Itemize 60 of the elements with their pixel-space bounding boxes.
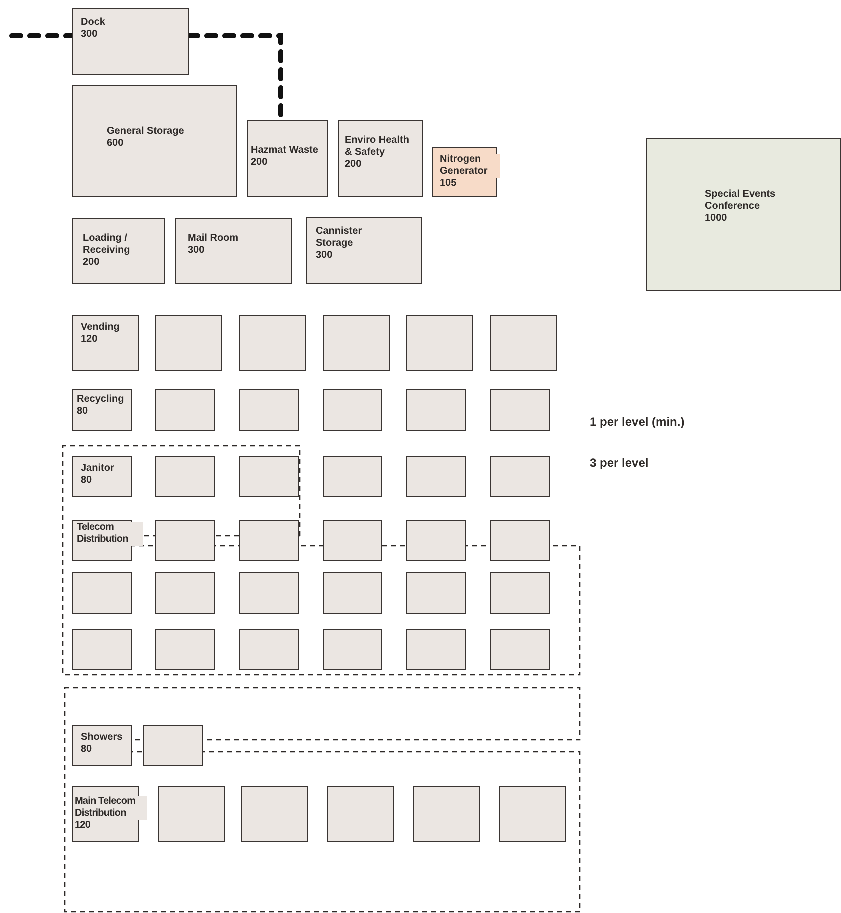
room-box — [247, 120, 328, 197]
room-box — [432, 147, 497, 197]
room-box — [72, 8, 189, 75]
room-box — [239, 572, 299, 614]
room-box — [323, 572, 382, 614]
room-box — [499, 786, 566, 842]
room-box — [239, 315, 306, 371]
room-box — [406, 572, 466, 614]
room-box — [72, 629, 132, 670]
room-box — [239, 520, 299, 561]
room-box — [490, 389, 550, 431]
room-box — [155, 456, 215, 497]
room-box — [490, 520, 550, 561]
room-box — [72, 572, 132, 614]
room-box — [406, 389, 466, 431]
room-box — [338, 120, 423, 197]
room-box — [241, 786, 308, 842]
room-box — [413, 786, 480, 842]
room-box — [239, 389, 299, 431]
room-box — [155, 315, 222, 371]
room-box — [406, 315, 473, 371]
room-box — [155, 520, 215, 561]
quantity-note: 3 per level — [590, 456, 649, 470]
dashed-route-line — [10, 34, 74, 38]
room-box — [158, 786, 225, 842]
room-box — [323, 456, 382, 497]
room-box — [490, 572, 550, 614]
room-box — [239, 629, 299, 670]
room-box — [155, 572, 215, 614]
room-box — [143, 725, 203, 766]
room-box — [72, 389, 132, 431]
room-name: Main Telecom Distribution — [75, 796, 147, 820]
room-name: Nitrogen Generator — [440, 154, 500, 178]
room-box — [406, 629, 466, 670]
room-box — [406, 520, 466, 561]
room-name: Recycling — [77, 394, 124, 406]
room-name: General Storage — [107, 126, 184, 138]
room-box — [72, 725, 132, 766]
room-box — [490, 315, 557, 371]
room-box — [490, 629, 550, 670]
room-box — [72, 456, 132, 497]
room-box — [72, 218, 165, 284]
quantity-note: 1 per level (min.) — [590, 415, 685, 429]
room-box — [155, 629, 215, 670]
room-box — [72, 315, 139, 371]
room-box — [406, 456, 466, 497]
room-box — [323, 520, 382, 561]
room-box — [323, 389, 382, 431]
room-box — [327, 786, 394, 842]
room-box — [155, 389, 215, 431]
room-box — [306, 217, 422, 284]
room-box — [646, 138, 841, 291]
room-box — [175, 218, 292, 284]
room-box — [323, 315, 390, 371]
room-box — [323, 629, 382, 670]
room-box — [72, 85, 237, 197]
room-box — [239, 456, 299, 497]
room-name: Telecom Distribution — [77, 522, 143, 546]
room-box — [490, 456, 550, 497]
room-name: Vending — [81, 322, 120, 334]
